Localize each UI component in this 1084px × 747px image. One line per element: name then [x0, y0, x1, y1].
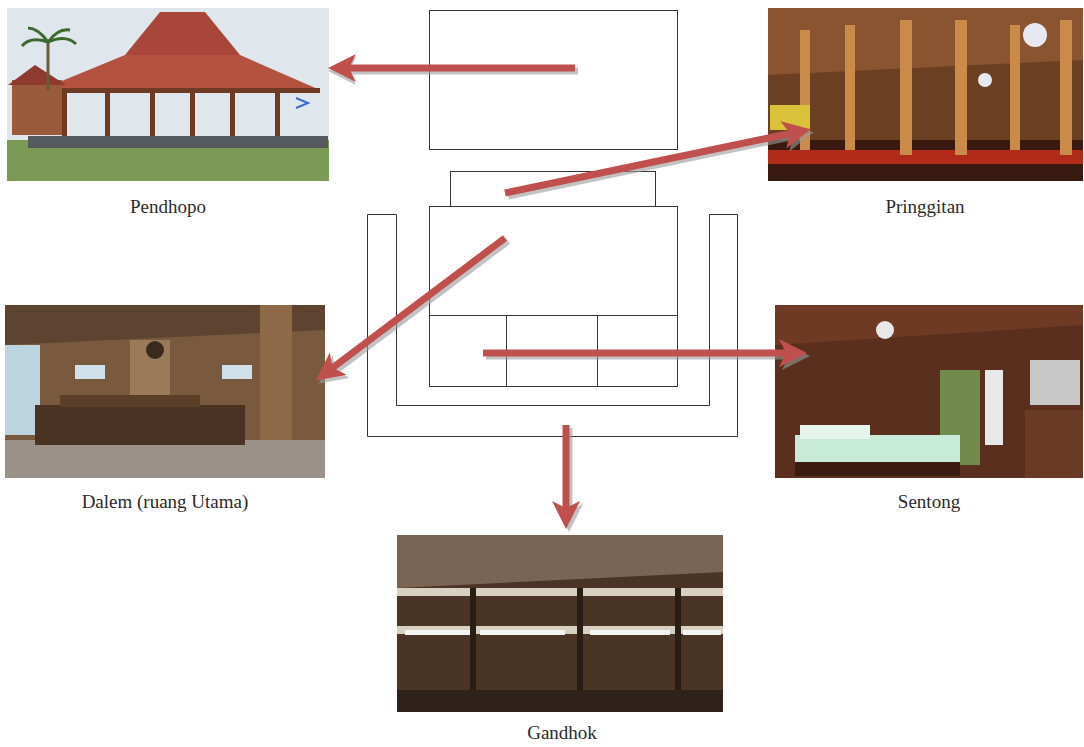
caption: Dalem (ruang Utama): [82, 491, 249, 514]
pendhopo-photo: [7, 8, 329, 181]
caption: Pringgitan: [885, 196, 964, 219]
sentong-photo: [775, 305, 1083, 478]
arrow-shadows: [330, 71, 800, 518]
pringgitan-photo: [768, 8, 1083, 181]
dalem-photo: [5, 305, 325, 478]
blue-mark: [296, 98, 308, 108]
caption: Sentong: [898, 491, 960, 514]
caption: Pendhopo: [130, 196, 206, 219]
gandhok-photo: [397, 535, 723, 712]
caption: Gandhok: [527, 722, 597, 745]
red-arrows: [327, 68, 797, 515]
